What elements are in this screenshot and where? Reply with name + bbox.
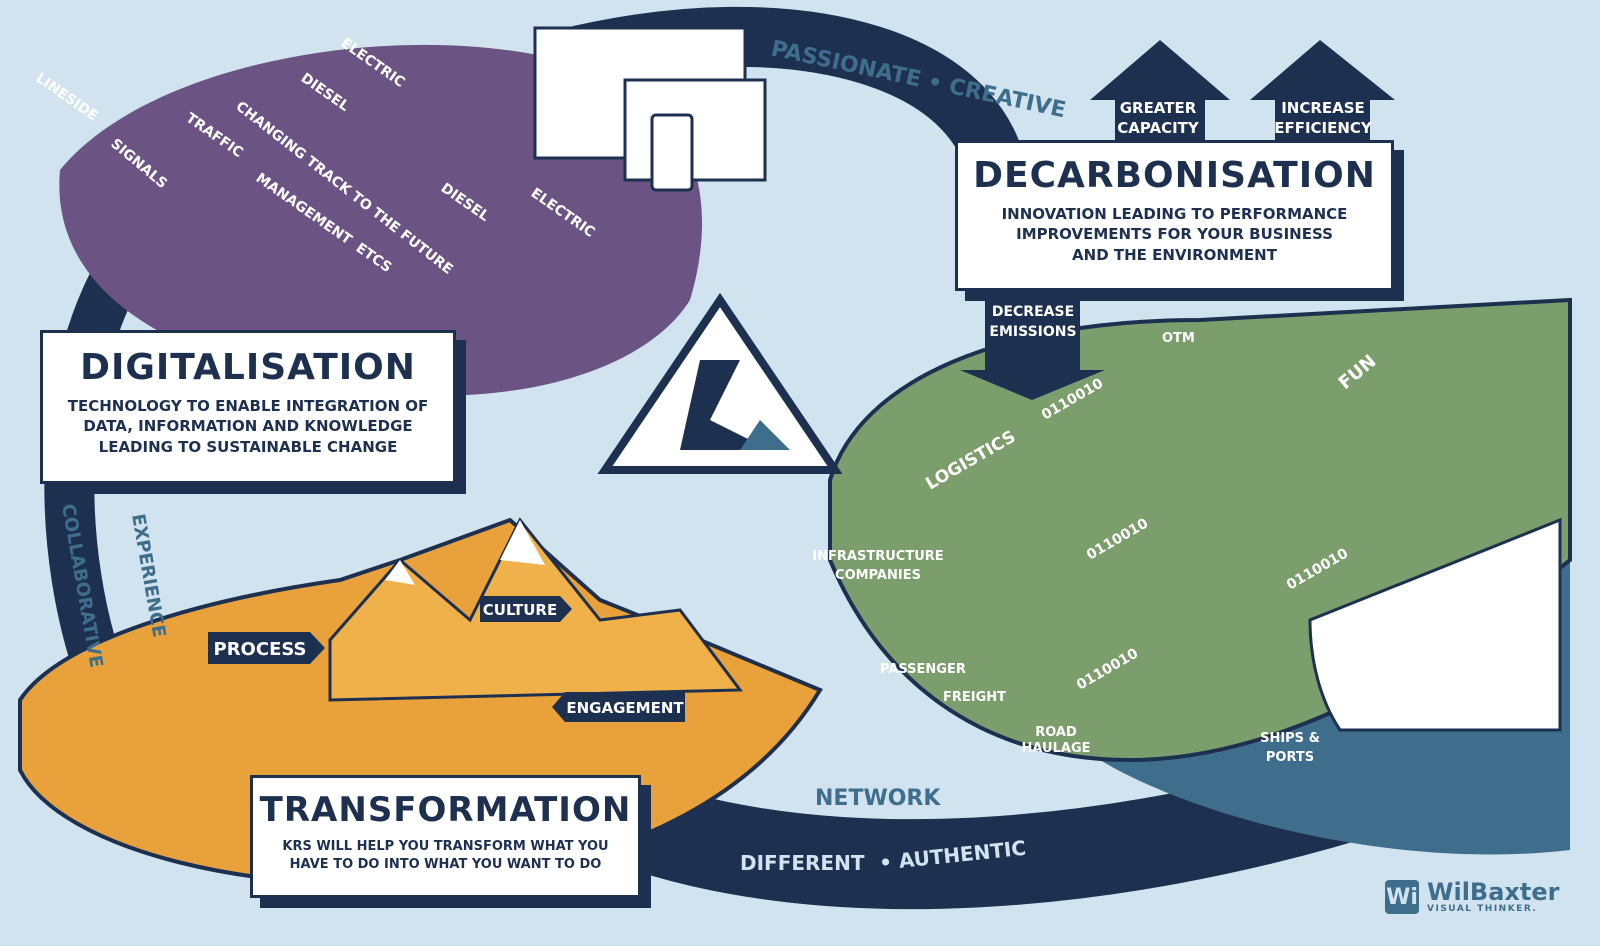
ship	[1308, 517, 1562, 732]
decarbonisation-line: IMPROVEMENTS FOR YOUR BUSINESS	[1016, 225, 1333, 244]
digitalisation-line: LEADING TO SUSTAINABLE CHANGE	[98, 437, 398, 456]
transformation-line: HAVE TO DO INTO WHAT YOU WANT TO DO	[289, 856, 602, 872]
infra-label: COMPANIES	[835, 568, 921, 583]
decarbonisation-line: AND THE ENVIRONMENT	[1072, 245, 1277, 264]
road-label: ROAD	[1035, 725, 1077, 740]
ships-label: PORTS	[1266, 750, 1314, 765]
transformation-line: KRS WILL HELP YOU TRANSFORM WHAT YOU	[282, 839, 609, 854]
ring-word: DIFFERENT	[740, 851, 865, 875]
arrow-label: DECREASE	[992, 304, 1074, 320]
greater-capacity-arrow	[1090, 40, 1230, 140]
engagement-sign: ENGAGEMENT	[552, 692, 685, 722]
decarbonisation-line: INNOVATION LEADING TO PERFORMANCE	[1001, 205, 1348, 223]
arrow-label: EMISSIONS	[989, 324, 1076, 340]
digitalisation-line: TECHNOLOGY TO ENABLE INTEGRATION OF	[67, 397, 429, 415]
digitalisation-line: DATA, INFORMATION AND KNOWLEDGE	[83, 417, 413, 436]
otm-label: OTM	[1162, 331, 1195, 346]
arrow-label: EFFICIENCY	[1274, 119, 1373, 137]
culture-sign: CULTURE	[480, 596, 572, 622]
ring-word: NETWORK	[815, 786, 941, 811]
wilbaxter-tagline: VISUAL THINKER.	[1427, 904, 1538, 914]
ring-word: EXPERIENCE	[127, 512, 169, 639]
decarbonisation-title: DECARBONISATION	[973, 155, 1376, 196]
wilbaxter-name: WilBaxter	[1427, 878, 1560, 906]
digitalisation-box: DIGITALISATION TECHNOLOGY TO ENABLE INTE…	[40, 330, 456, 484]
infra-label: INFRASTRUCTURE	[812, 549, 943, 564]
transformation-title: TRANSFORMATION	[259, 790, 632, 830]
dashboard-screen-2	[623, 78, 767, 182]
krs-logo-accent	[740, 420, 790, 450]
train-label: LINESIDE	[33, 70, 101, 124]
decrease-emissions-arrow	[960, 290, 1105, 400]
transformation-box: TRANSFORMATION KRS WILL HELP YOU TRANSFO…	[250, 775, 641, 898]
wilbaxter-logo: Wi WilBaxter VISUAL THINKER.	[1385, 880, 1559, 914]
freight-label: FREIGHT	[943, 690, 1006, 705]
wilbaxter-logo-mark: Wi	[1385, 880, 1419, 914]
passenger-label: PASSENGER	[880, 662, 966, 677]
krs-logo-mark	[680, 360, 770, 450]
process-sign: PROCESS	[208, 632, 325, 664]
mountain-snow	[385, 520, 545, 585]
arrow-label: CAPACITY	[1117, 119, 1200, 137]
sign-label: PROCESS	[214, 639, 307, 660]
sign-label: CULTURE	[483, 601, 557, 619]
arrow-label: INCREASE	[1281, 99, 1365, 117]
sign-label: ENGAGEMENT	[566, 699, 684, 717]
arrow-label: GREATER	[1120, 99, 1197, 117]
decarbonisation-box: DECARBONISATION INNOVATION LEADING TO PE…	[955, 140, 1394, 291]
road-label: HAULAGE	[1022, 741, 1091, 756]
increase-efficiency-arrow	[1250, 40, 1395, 140]
digitalisation-title: DIGITALISATION	[80, 347, 416, 388]
tablet	[650, 113, 694, 192]
ships-label: SHIPS &	[1260, 731, 1320, 746]
